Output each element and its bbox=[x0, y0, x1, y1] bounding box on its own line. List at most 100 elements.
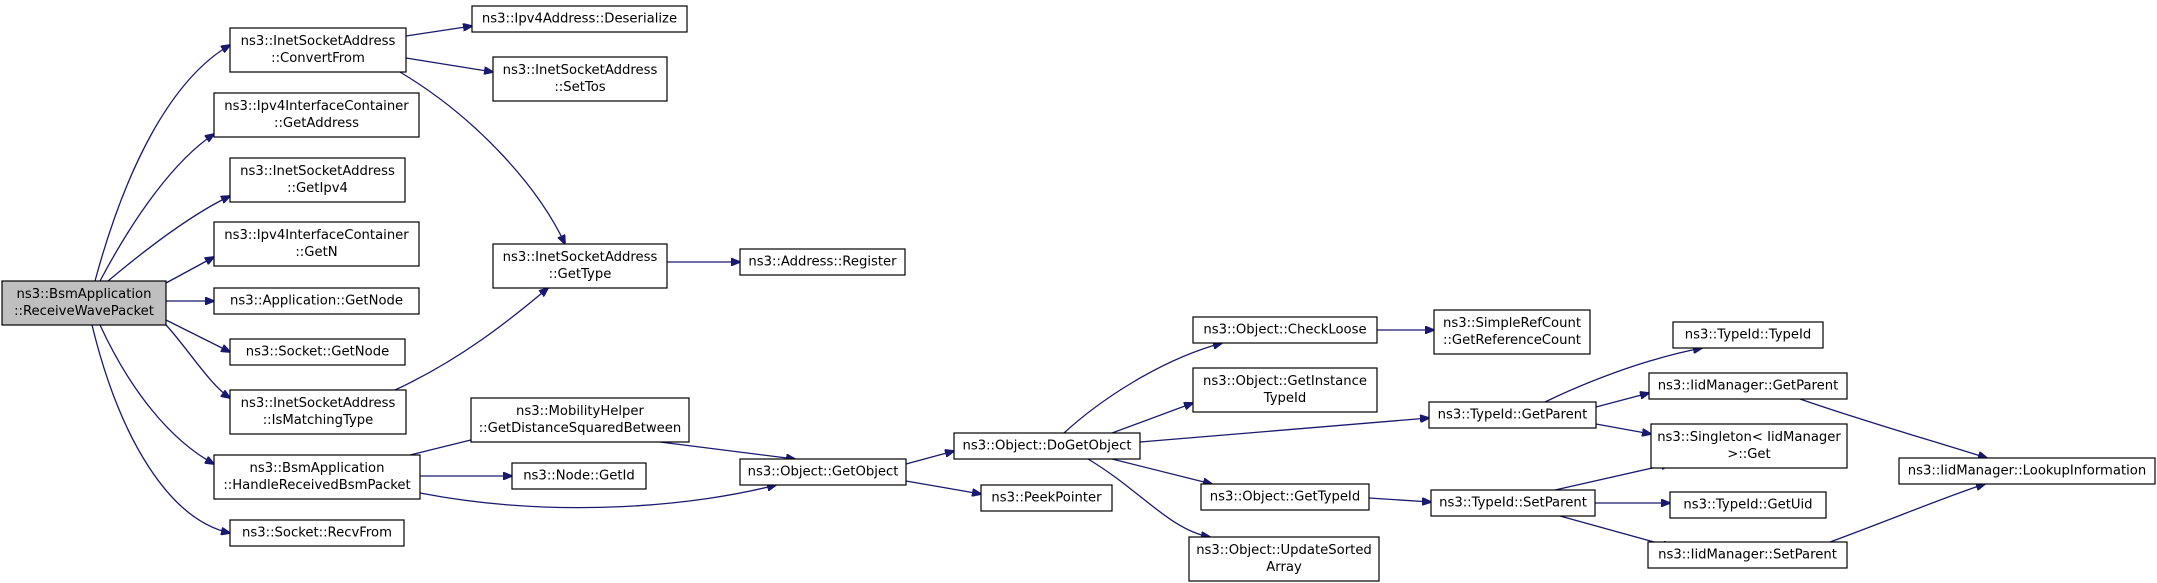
node-label: ns3::InetSocketAddress bbox=[241, 396, 396, 411]
node-typeid-typeid[interactable]: ns3::TypeId::TypeId bbox=[1672, 321, 1824, 349]
node-ismatchingtype[interactable]: ns3::InetSocketAddress::IsMatchingType bbox=[229, 389, 407, 435]
node-box bbox=[1898, 457, 2156, 485]
node-label: ns3::Object::DoGetObject bbox=[962, 439, 1131, 454]
node-label: ns3::Ipv4InterfaceContainer bbox=[224, 228, 409, 243]
node-box bbox=[470, 397, 690, 443]
edge-iid-setparent-to-lookupinformation bbox=[1829, 484, 1985, 543]
node-box bbox=[471, 5, 688, 33]
node-deserialize[interactable]: ns3::Ipv4Address::Deserialize bbox=[471, 5, 688, 33]
node-label: ns3::TypeId::GetParent bbox=[1438, 408, 1588, 423]
edge-ismatchingtype-to-gettype bbox=[394, 288, 548, 391]
edge-typeid-getparent-to-typeid-typeid bbox=[1544, 348, 1702, 403]
node-box bbox=[1648, 372, 1848, 400]
node-typeid-getparent[interactable]: ns3::TypeId::GetParent bbox=[1428, 401, 1597, 429]
edge-root-to-convertfrom bbox=[94, 45, 230, 282]
edge-root-to-ipv4addr-getaddress bbox=[99, 134, 214, 282]
node-dogetobject[interactable]: ns3::Object::DoGetObject bbox=[953, 432, 1141, 460]
node-iid-setparent[interactable]: ns3::IidManager::SetParent bbox=[1647, 541, 1848, 569]
node-ipv4-getn[interactable]: ns3::Ipv4InterfaceContainer::GetN bbox=[213, 221, 420, 267]
node-label: ns3::Object::GetInstance bbox=[1203, 374, 1367, 389]
node-label: ns3::Object::GetTypeId bbox=[1210, 490, 1360, 505]
node-convertfrom[interactable]: ns3::InetSocketAddress::ConvertFrom bbox=[229, 27, 407, 73]
node-label: ns3::Node::GetId bbox=[523, 469, 635, 484]
edge-root-to-ismatchingtype bbox=[165, 324, 230, 398]
node-box bbox=[1672, 321, 1824, 349]
node-label: ns3::IidManager::LookupInformation bbox=[1908, 464, 2146, 479]
node-gettype[interactable]: ns3::InetSocketAddress::GetType bbox=[492, 243, 668, 289]
node-label: ns3::Ipv4InterfaceContainer bbox=[224, 99, 409, 114]
node-label: ns3::MobilityHelper bbox=[516, 404, 644, 419]
edge-convertfrom-to-settos bbox=[405, 57, 493, 72]
node-label: ::ReceiveWavePacket bbox=[14, 304, 154, 319]
node-getobject[interactable]: ns3::Object::GetObject bbox=[739, 458, 907, 486]
node-label: ns3::Ipv4Address::Deserialize bbox=[482, 12, 677, 27]
node-app-getnode[interactable]: ns3::Application::GetNode bbox=[213, 287, 420, 315]
node-checkloose[interactable]: ns3::Object::CheckLoose bbox=[1192, 316, 1378, 344]
node-getipv4[interactable]: ns3::InetSocketAddress::GetIpv4 bbox=[229, 157, 406, 203]
node-box bbox=[1650, 423, 1848, 469]
node-box bbox=[980, 484, 1113, 512]
node-box bbox=[1428, 401, 1597, 429]
node-label: ns3::BsmApplication bbox=[250, 461, 385, 476]
node-box bbox=[492, 243, 668, 289]
node-label: ::GetReferenceCount bbox=[1443, 333, 1581, 348]
node-label: ns3::Singleton< IidManager bbox=[1657, 430, 1841, 445]
node-label: ns3::Socket::RecvFrom bbox=[242, 526, 392, 541]
node-label: ns3::PeekPointer bbox=[991, 491, 1102, 506]
node-object-gettypeid[interactable]: ns3::Object::GetTypeId bbox=[1200, 483, 1370, 511]
node-socket-getnode[interactable]: ns3::Socket::GetNode bbox=[229, 338, 406, 366]
node-singleton-get[interactable]: ns3::Singleton< IidManager >::Get bbox=[1650, 423, 1848, 469]
node-label: ns3::InetSocketAddress bbox=[503, 250, 658, 265]
node-box bbox=[213, 287, 420, 315]
edge-iid-getparent-to-lookupinformation bbox=[1799, 398, 1987, 458]
edge-root-to-getipv4 bbox=[107, 196, 230, 282]
node-node-getid[interactable]: ns3::Node::GetId bbox=[511, 462, 647, 490]
node-label: ns3::SimpleRefCount bbox=[1443, 316, 1581, 331]
edge-getobject-to-peekpointer bbox=[905, 480, 981, 494]
node-label: ::GetAddress bbox=[274, 116, 359, 131]
node-recvfrom[interactable]: ns3::Socket::RecvFrom bbox=[229, 519, 405, 547]
node-iid-getparent[interactable]: ns3::IidManager::GetParent bbox=[1648, 372, 1848, 400]
node-settos[interactable]: ns3::InetSocketAddress::SetTos bbox=[492, 56, 668, 102]
edge-dogetobject-to-checkloose bbox=[1063, 343, 1222, 434]
node-box bbox=[1192, 316, 1378, 344]
node-box bbox=[739, 458, 907, 486]
node-peekpointer[interactable]: ns3::PeekPointer bbox=[980, 484, 1113, 512]
node-box bbox=[229, 27, 407, 73]
node-label: ::GetDistanceSquaredBetween bbox=[479, 421, 682, 436]
node-typeid-setparent[interactable]: ns3::TypeId::SetParent bbox=[1430, 489, 1596, 517]
edge-mobilityhelper-to-getobject bbox=[659, 441, 795, 459]
edge-convertfrom-to-gettype bbox=[399, 71, 565, 244]
node-box bbox=[492, 56, 668, 102]
edge-dogetobject-to-object-gettypeid bbox=[1111, 458, 1212, 484]
node-lookupinformation[interactable]: ns3::IidManager::LookupInformation bbox=[1898, 457, 2156, 485]
node-ipv4addr-getaddress[interactable]: ns3::Ipv4InterfaceContainer::GetAddress bbox=[213, 92, 420, 138]
edge-object-gettypeid-to-typeid-setparent bbox=[1368, 497, 1431, 502]
node-label: ns3::Socket::GetNode bbox=[246, 345, 389, 360]
node-box bbox=[229, 519, 405, 547]
node-label: ns3::IidManager::GetParent bbox=[1658, 379, 1839, 394]
edge-dogetobject-to-typeid-getparent bbox=[1139, 418, 1429, 443]
edge-getobject-to-dogetobject bbox=[905, 451, 954, 465]
node-box bbox=[739, 248, 906, 276]
edge-handlebsm-to-getobject bbox=[419, 485, 776, 509]
node-root[interactable]: ns3::BsmApplication::ReceiveWavePacket bbox=[1, 280, 167, 326]
node-register[interactable]: ns3::Address::Register bbox=[739, 248, 906, 276]
node-box bbox=[953, 432, 1141, 460]
node-mobilityhelper[interactable]: ns3::MobilityHelper::GetDistanceSquaredB… bbox=[470, 397, 690, 443]
node-typeid-getuid[interactable]: ns3::TypeId::GetUid bbox=[1669, 491, 1827, 519]
node-box bbox=[229, 157, 406, 203]
node-box bbox=[213, 221, 420, 267]
node-handlebsm[interactable]: ns3::BsmApplication::HandleReceivedBsmPa… bbox=[213, 454, 421, 500]
node-box bbox=[229, 389, 407, 435]
node-getreferencecount[interactable]: ns3::SimpleRefCount::GetReferenceCount bbox=[1433, 309, 1591, 355]
node-label: >::Get bbox=[1727, 447, 1770, 462]
node-label: ns3::InetSocketAddress bbox=[503, 63, 658, 78]
node-label: ns3::Object::GetObject bbox=[748, 465, 899, 480]
node-layer: ns3::BsmApplication::ReceiveWavePacketns… bbox=[1, 5, 2156, 582]
node-label: TypeId bbox=[1263, 391, 1307, 406]
node-box bbox=[1433, 309, 1591, 355]
